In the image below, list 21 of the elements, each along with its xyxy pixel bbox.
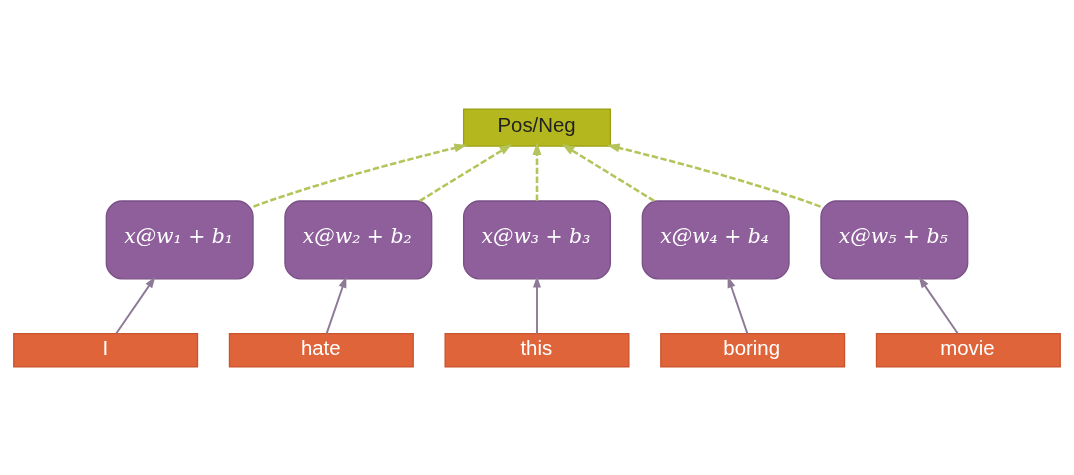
node-box: this: [444, 332, 630, 368]
node-box: x@w₄ + b₄: [641, 199, 790, 279]
arrow: [325, 275, 347, 335]
node-box: movie: [875, 332, 1061, 368]
arrow: [727, 275, 749, 335]
arrow: [532, 275, 542, 335]
node-box: hate: [228, 332, 414, 368]
arrow: [561, 143, 655, 202]
arrow: [606, 143, 821, 208]
node-box: x@w₃ + b₃: [463, 199, 611, 279]
arrow: [419, 143, 513, 202]
arrow: [253, 143, 468, 208]
arrow: [532, 141, 542, 201]
arrow: [115, 276, 156, 335]
node-box: x@w₅ + b₅: [820, 199, 969, 279]
node-box: boring: [660, 332, 846, 368]
node-box: x@w₁ + b₁: [105, 199, 254, 279]
arrow: [918, 276, 959, 335]
node-box: Pos/Neg: [463, 107, 611, 147]
node-box: x@w₂ + b₂: [284, 199, 433, 279]
node-box: I: [13, 332, 199, 368]
